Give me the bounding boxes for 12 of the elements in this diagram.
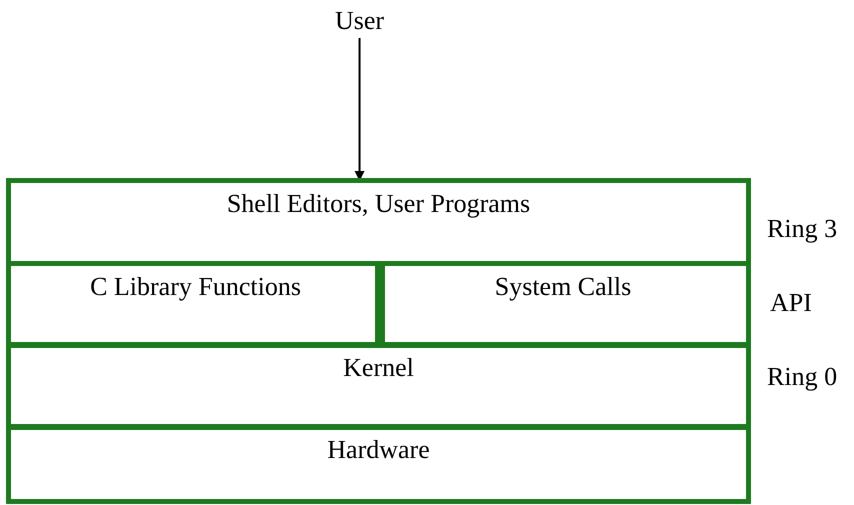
layer-label: C Library Functions xyxy=(89,272,302,302)
arrow xyxy=(354,38,365,181)
layer-label: Hardware xyxy=(326,435,431,465)
layer-label: System Calls xyxy=(494,272,632,302)
layer-box xyxy=(6,424,751,504)
layer-label: Kernel xyxy=(342,353,415,383)
layer-label: Shell Editors, User Programs xyxy=(226,189,532,219)
ring-label: Ring 3 xyxy=(767,214,838,244)
ring-label: Ring 0 xyxy=(767,362,838,392)
node-label: User xyxy=(335,6,384,36)
layer-box xyxy=(6,342,751,430)
ring-label: API xyxy=(770,288,812,318)
